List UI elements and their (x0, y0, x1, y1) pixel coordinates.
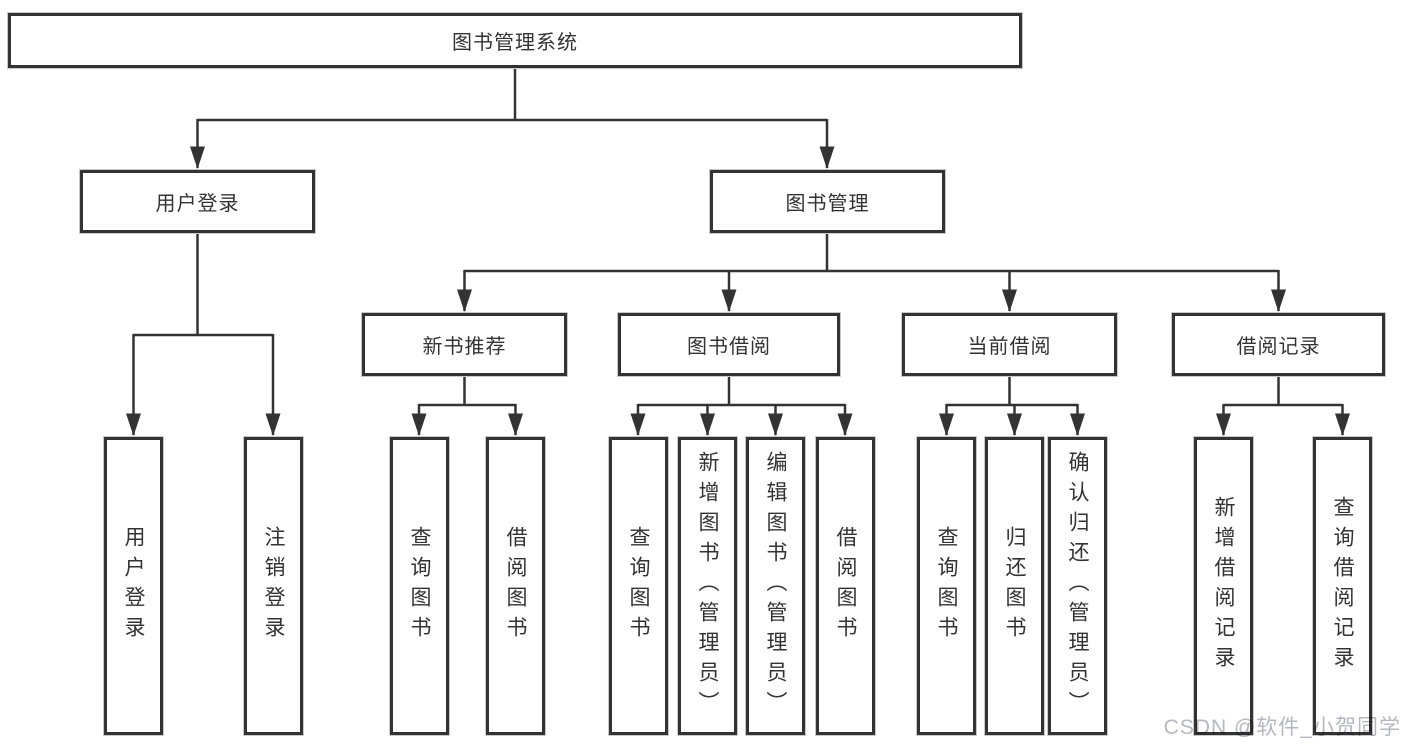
leaf-borrow-books-recommend: 借阅图书 (486, 437, 545, 735)
connector-book-management (457, 233, 1286, 312)
leaf-query-books-borrowing: 查询图书 (609, 437, 668, 735)
leaf-query-borrow-record: 查询借阅记录 (1313, 437, 1372, 735)
watermark: CSDN @软件_小贺同学 (1163, 716, 1401, 739)
leaf-add-books-admin: 新增图书（管理员） (678, 437, 737, 735)
node-book-borrowing: 图书借阅 (618, 313, 840, 376)
leaf-confirm-return-admin: 确认归还（管理员） (1048, 437, 1107, 735)
leaf-query-books-recommend: 查询图书 (390, 437, 449, 735)
node-book-management: 图书管理 (710, 170, 945, 233)
connector-borrowing-records (1216, 376, 1350, 436)
leaf-logout: 注销登录 (244, 437, 303, 735)
connector-book-borrowing (630, 376, 853, 436)
leaf-query-books-current: 查询图书 (917, 437, 976, 735)
node-user-login: 用户登录 (80, 170, 315, 233)
leaf-user-login: 用户登录 (104, 437, 163, 735)
leaf-borrow-books-borrowing: 借阅图书 (816, 437, 875, 735)
node-borrowing-records: 借阅记录 (1172, 313, 1385, 376)
connector-current-borrowing (939, 376, 1085, 436)
node-new-book-recommend: 新书推荐 (362, 313, 567, 376)
leaf-return-books: 归还图书 (985, 437, 1044, 735)
node-current-borrowing: 当前借阅 (902, 313, 1117, 376)
node-root: 图书管理系统 (8, 13, 1022, 68)
connector-user-login (126, 233, 281, 436)
leaf-add-borrow-record: 新增借阅记录 (1194, 437, 1253, 735)
connector-root (190, 66, 835, 169)
leaf-edit-books-admin: 编辑图书（管理员） (746, 437, 805, 735)
connector-new-book-recommend (411, 376, 523, 436)
